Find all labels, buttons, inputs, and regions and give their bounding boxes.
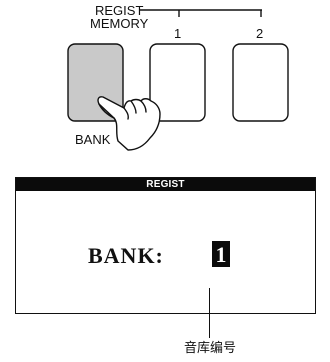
- lcd-bank-number: 1: [212, 241, 230, 267]
- lcd-display: REGIST BANK: 1: [15, 177, 316, 314]
- lcd-header: REGIST: [16, 178, 315, 191]
- callout-line: [209, 288, 210, 338]
- regist-memory-panel-graphic: [67, 9, 289, 151]
- hand-pointer-icon: [97, 96, 161, 151]
- memory-1-number: 1: [174, 26, 182, 41]
- memory-1-button[interactable]: [149, 43, 206, 122]
- memory-label: MEMORY: [90, 16, 149, 31]
- callout-label: 音库编号: [184, 341, 237, 356]
- regist-label: REGIST: [95, 3, 144, 18]
- lcd-bank-text: BANK:: [88, 243, 164, 268]
- bank-label: BANK: [75, 132, 111, 147]
- regist-memory-panel: REGIST MEMORY 1 2 BANK: [0, 0, 330, 160]
- memory-2-button[interactable]: [232, 43, 289, 122]
- memory-2-number: 2: [256, 26, 264, 41]
